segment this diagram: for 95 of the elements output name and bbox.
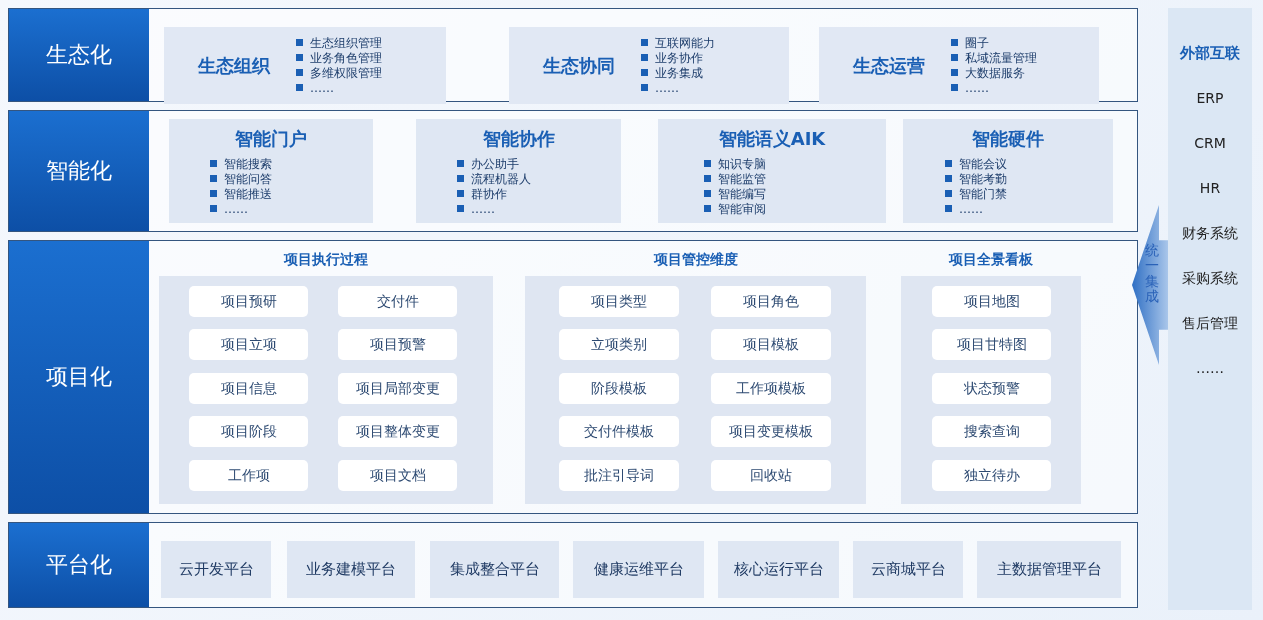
system-name: CRM [1194,134,1226,153]
bullet-item: 智能推送 [210,187,272,202]
platform-tile: 核心运行平台 [718,541,839,598]
bullet-item: 流程机器人 [457,172,531,187]
card-title: 智能协作 [482,127,555,151]
layer-panel [8,240,1138,514]
bullet-item: 办公助手 [457,157,531,172]
module-card [169,119,373,223]
platform-tile: 业务建模平台 [287,541,415,598]
bullet-item: 智能监管 [704,172,766,187]
card-title: 生态协同 [543,53,615,78]
card-title: 生态运营 [853,53,925,78]
system-name: 采购系统 [1182,269,1238,288]
function-tile: 交付件 [338,286,457,317]
platform-tile: 云商城平台 [853,541,963,598]
bullet-item: 业务角色管理 [296,50,382,66]
module-card [658,119,886,223]
function-tile: 项目信息 [189,373,308,404]
function-tile: 项目甘特图 [932,329,1051,360]
bullet-item: 智能问答 [210,172,272,187]
bullet-item: 大数据服务 [951,65,1037,81]
function-tile: 项目模板 [711,329,831,360]
system-name: HR [1199,179,1221,198]
system-name: 财务系统 [1182,224,1238,243]
layer-panel [8,8,1138,102]
bullet-item: …… [457,202,531,217]
bullet-item: 智能会议 [945,157,1007,172]
bullet-item: 圈子 [951,35,1037,51]
function-tile: 项目预警 [338,329,457,360]
layer-label: 项目化 [9,241,149,513]
layer-label: 智能化 [9,111,149,231]
platform-tile: 云开发平台 [161,541,271,598]
module-card [164,27,446,104]
function-tile: 搜索查询 [932,416,1051,447]
card-title: 智能门户 [235,127,307,151]
module-card [903,119,1113,223]
section-heading: 项目执行过程 [282,250,369,269]
bullet-item: …… [641,80,715,96]
function-tile: 批注引导词 [559,460,679,491]
module-card [416,119,621,223]
function-tile: 项目预研 [189,286,308,317]
layer-panel [8,522,1138,608]
bullet-item: 业务集成 [641,65,715,81]
function-tile: 项目角色 [711,286,831,317]
section-heading: 项目全景看板 [947,250,1034,269]
card-title: 生态组织 [198,53,270,78]
function-tile: 项目局部变更 [338,373,457,404]
function-tile: 立项类别 [559,329,679,360]
system-name: 售后管理 [1182,314,1238,333]
function-tile: 项目变更模板 [711,416,831,447]
side-panel [1168,8,1252,610]
function-tile: 工作项 [189,460,308,491]
bullet-item: 业务协作 [641,50,715,66]
card-title: 智能语义AIK [718,127,826,151]
bullet-item: 智能门禁 [945,187,1007,202]
bullet-item: …… [210,202,272,217]
bullet-item: 智能搜索 [210,157,272,172]
bullet-item: 多维权限管理 [296,65,382,81]
card-title: 智能硬件 [972,127,1044,151]
bullet-item: 知识专脑 [704,157,766,172]
function-tile: 项目立项 [189,329,308,360]
function-tile: 项目地图 [932,286,1051,317]
function-tile: 独立待办 [932,460,1051,491]
function-tile: 工作项模板 [711,373,831,404]
module-card [509,27,789,104]
bullet-item: …… [296,80,382,96]
bullet-item: 私域流量管理 [951,50,1037,66]
platform-tile: 健康运维平台 [573,541,704,598]
platform-tile: 集成整合平台 [430,541,559,598]
bullet-item: 智能审阅 [704,202,766,217]
function-tile: 阶段模板 [559,373,679,404]
function-tile: 回收站 [711,460,831,491]
platform-tile: 主数据管理平台 [977,541,1121,598]
bullet-item: …… [951,80,1037,96]
layer-panel [8,110,1138,232]
bullet-item: 生态组织管理 [296,35,382,51]
bullet-item: 群协作 [457,187,531,202]
function-tile: 项目类型 [559,286,679,317]
layer-label: 生态化 [9,9,149,101]
bullet-item: 智能编写 [704,187,766,202]
bullet-item: 互联网能力 [641,35,715,51]
bullet-item: …… [945,202,1007,217]
bullet-item: 智能考勤 [945,172,1007,187]
module-card [819,27,1099,104]
function-tile: 项目文档 [338,460,457,491]
function-tile: 项目阶段 [189,416,308,447]
function-tile: 项目整体变更 [338,416,457,447]
arrow-label: 统一集成 [1145,243,1159,305]
panel-heading: 外部互联 [1180,43,1240,64]
section-heading: 项目管控维度 [652,250,739,269]
layer-label: 平台化 [9,523,149,607]
function-tile: 交付件模板 [559,416,679,447]
system-name: …… [1196,359,1224,378]
system-name: ERP [1196,89,1224,108]
function-tile: 状态预警 [932,373,1051,404]
